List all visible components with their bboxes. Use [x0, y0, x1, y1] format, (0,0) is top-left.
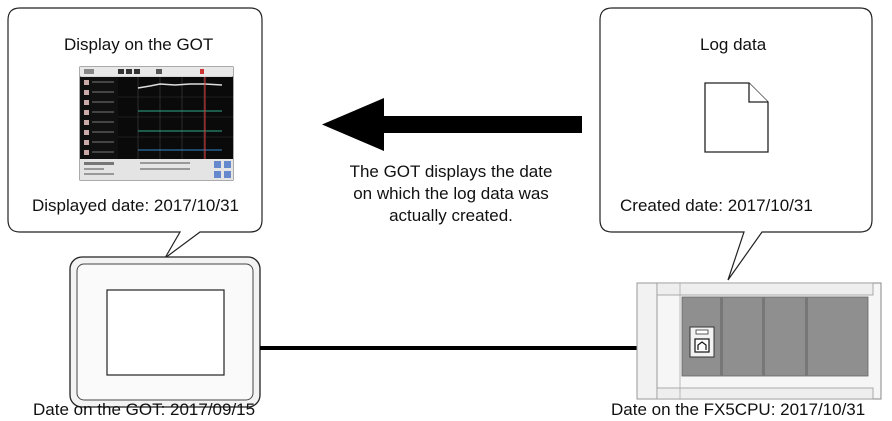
- log-callout-title: Log data: [700, 35, 767, 54]
- got-device: [69, 256, 261, 408]
- log-created-date: Created date: 2017/10/31: [620, 196, 813, 215]
- got-screen-thumbnail: [79, 66, 234, 181]
- got-displayed-date: Displayed date: 2017/10/31: [32, 196, 239, 215]
- arrow-caption-line-2: on which the log data was: [353, 184, 549, 203]
- document-icon: [704, 82, 769, 153]
- arrow-caption-line-3: actually created.: [389, 206, 513, 225]
- plc-device-date: Date on the FX5CPU: 2017/10/31: [611, 400, 866, 419]
- data-flow-arrow: [322, 98, 582, 151]
- got-device-date: Date on the GOT: 2017/09/15: [33, 400, 256, 419]
- plc-device: [636, 282, 882, 400]
- arrow-caption-line-1: The GOT displays the date: [349, 162, 553, 181]
- got-callout-title: Display on the GOT: [64, 35, 214, 54]
